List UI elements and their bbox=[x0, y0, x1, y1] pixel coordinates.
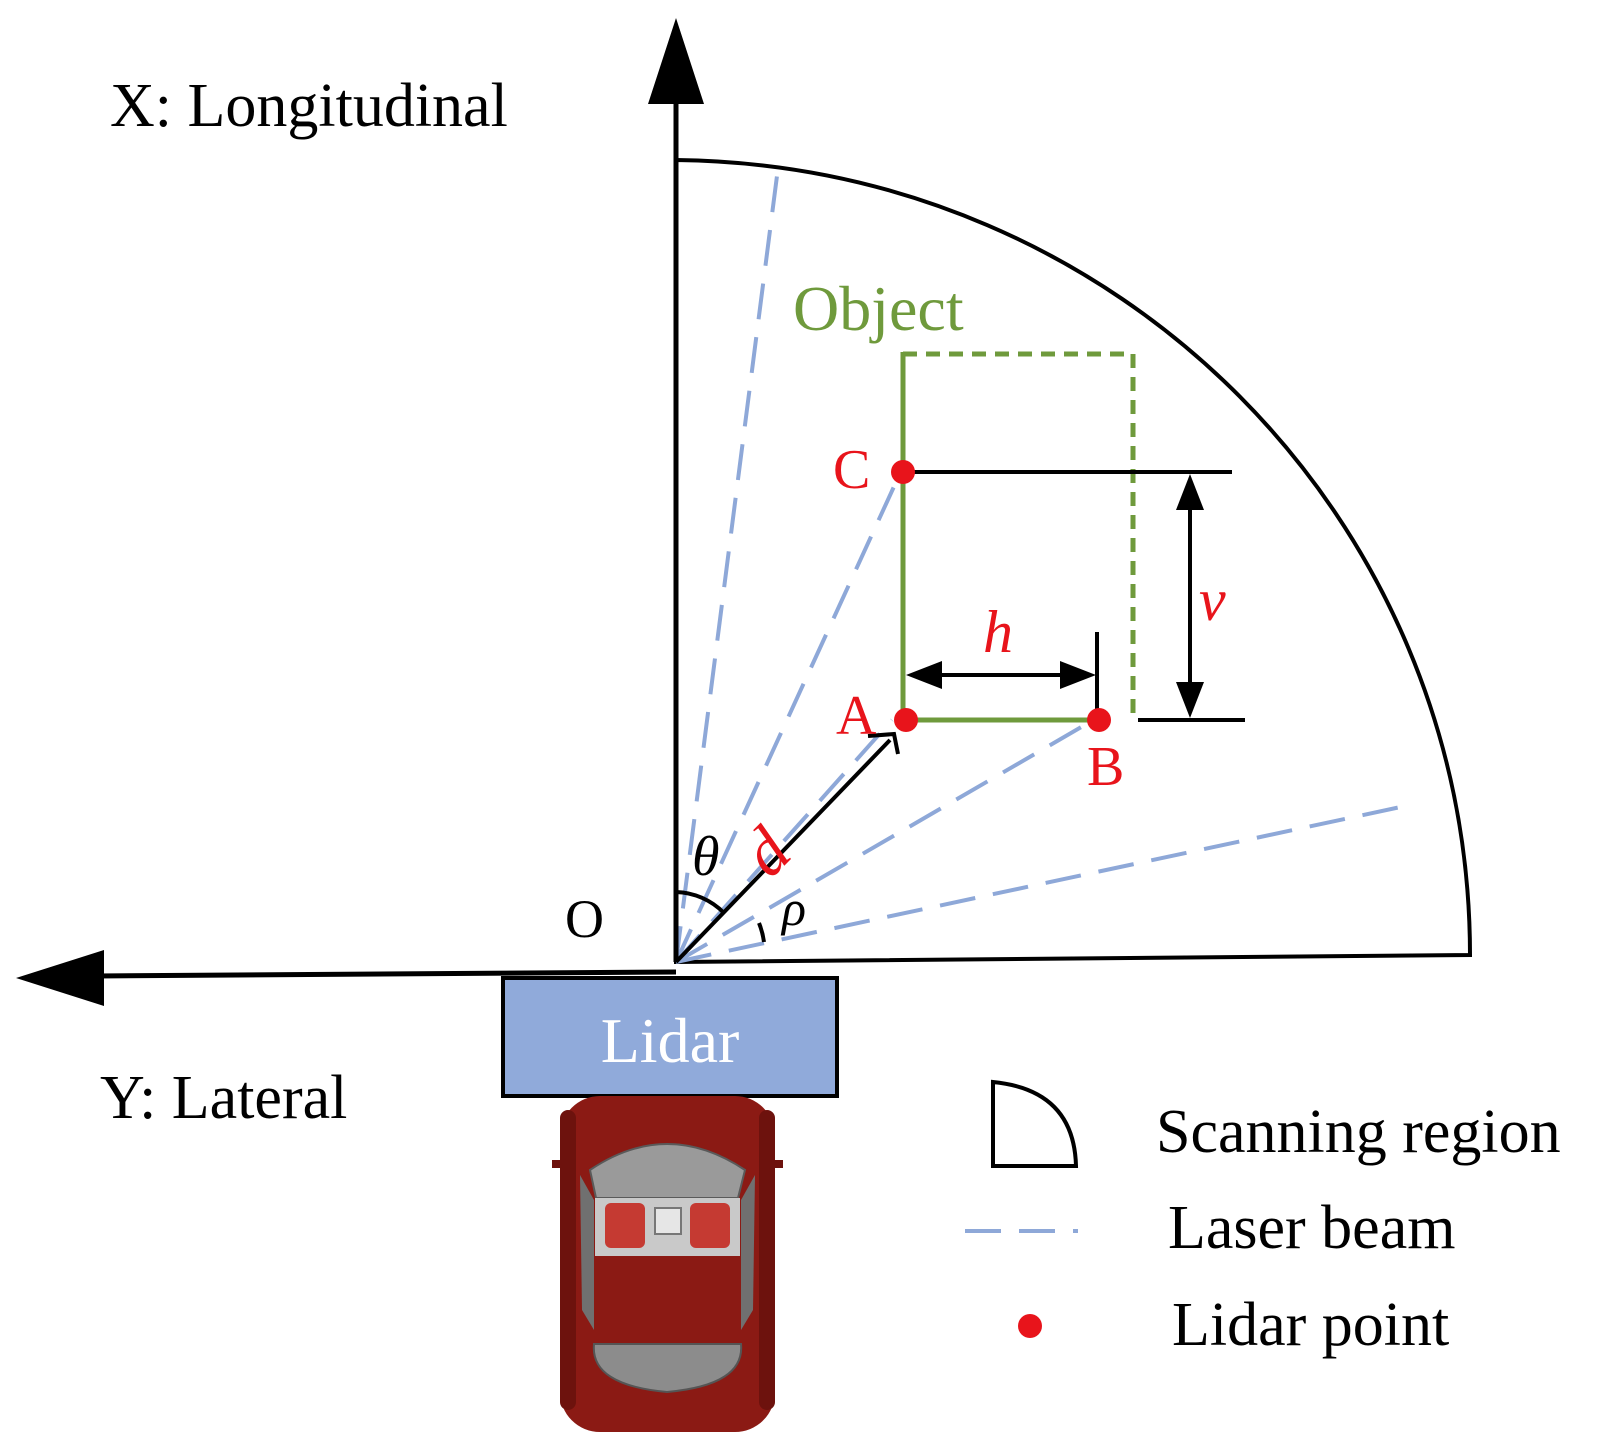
legend-laser-beam-label: Laser beam bbox=[1168, 1194, 1455, 1262]
x-axis-arrowhead bbox=[648, 18, 704, 104]
laser-beam bbox=[674, 720, 1092, 964]
legend-scanning-region-icon bbox=[991, 1079, 1079, 1168]
lidar-point-b bbox=[1087, 708, 1111, 732]
car-mirror-left bbox=[552, 1160, 564, 1168]
point-a-label: A bbox=[836, 685, 877, 747]
car-console bbox=[654, 1207, 682, 1235]
lidar-box bbox=[501, 976, 839, 1098]
laser-beam bbox=[674, 718, 894, 964]
car-side-window-right bbox=[741, 1175, 755, 1330]
h-symbol: h bbox=[983, 599, 1013, 665]
v-arrow-bottom bbox=[1176, 682, 1204, 718]
laser-beams bbox=[674, 167, 1411, 964]
lidar-label: Lidar bbox=[601, 1005, 740, 1076]
v-symbol: v bbox=[1199, 567, 1226, 633]
theta-symbol: θ bbox=[692, 826, 720, 888]
laser-beam bbox=[674, 479, 899, 963]
theta-arc bbox=[675, 890, 726, 915]
legend-lidar-point-icon bbox=[1018, 1314, 1042, 1338]
scanning-region bbox=[674, 157, 1473, 965]
dimension-v bbox=[906, 470, 1245, 722]
lidar-point-c bbox=[891, 460, 915, 484]
rho-symbol: ρ bbox=[780, 880, 806, 936]
distance-vector-head bbox=[867, 731, 900, 755]
v-arrow-top bbox=[1176, 474, 1204, 510]
car-edge-right bbox=[759, 1110, 775, 1410]
x-axis-label: X: Longitudinal bbox=[110, 72, 508, 140]
legend-scanning-region-label: Scanning region bbox=[1156, 1098, 1561, 1166]
h-arrow-right bbox=[1060, 661, 1096, 689]
car bbox=[552, 1096, 783, 1432]
origin-label: O bbox=[565, 889, 604, 949]
legend: Scanning region Laser beam Lidar point bbox=[965, 1079, 1561, 1359]
dimension-h bbox=[928, 632, 1099, 712]
car-edge-left bbox=[560, 1110, 576, 1410]
car-rear-window bbox=[592, 1343, 743, 1394]
car-seat-left bbox=[605, 1203, 645, 1248]
y-axis-label: Y: Lateral bbox=[100, 1064, 347, 1132]
y-axis bbox=[95, 969, 677, 979]
h-arrow-left bbox=[906, 661, 942, 689]
car-side-window-left bbox=[580, 1175, 594, 1330]
laser-beam bbox=[675, 803, 1411, 964]
distance-vector bbox=[674, 738, 892, 964]
car-mirror-right bbox=[771, 1160, 783, 1168]
car-roof bbox=[596, 1256, 739, 1344]
point-b-label: B bbox=[1087, 736, 1124, 798]
point-c-label: C bbox=[833, 439, 870, 501]
laser-beam bbox=[674, 167, 780, 963]
object-label: Object bbox=[793, 273, 964, 344]
legend-lidar-point-label: Lidar point bbox=[1172, 1291, 1449, 1359]
object-dashed-edges bbox=[903, 351, 1136, 720]
y-axis-arrowhead bbox=[16, 950, 104, 1006]
rho-arc bbox=[757, 922, 766, 943]
car-seat-right bbox=[690, 1203, 730, 1248]
lidar-point-a bbox=[894, 708, 918, 732]
car-windshield bbox=[588, 1143, 747, 1199]
